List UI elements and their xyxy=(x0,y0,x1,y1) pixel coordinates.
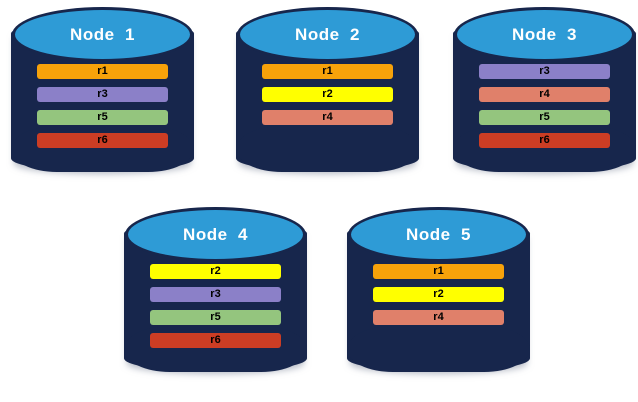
record-bar[interactable]: r6 xyxy=(479,133,610,148)
node-title: Node 2 xyxy=(295,25,360,44)
node-title: Node 4 xyxy=(183,225,248,244)
record-bar[interactable]: r3 xyxy=(479,64,610,79)
node-cylinder-top: Node 5 xyxy=(348,207,529,262)
node-title: Node 5 xyxy=(406,225,471,244)
record-bar[interactable]: r2 xyxy=(373,287,504,302)
record-bar[interactable]: r1 xyxy=(37,64,168,79)
record-bar[interactable]: r2 xyxy=(262,87,393,102)
database-node-3[interactable]: r3 r4 r5 r6 Node 3 xyxy=(453,7,636,187)
record-bar[interactable]: r4 xyxy=(373,310,504,325)
record-list: r1 r3 r5 r6 xyxy=(37,64,168,148)
record-bar[interactable]: r6 xyxy=(150,333,281,348)
record-bar[interactable]: r5 xyxy=(150,310,281,325)
node-title: Node 1 xyxy=(70,25,135,44)
record-bar[interactable]: r4 xyxy=(262,110,393,125)
record-bar[interactable]: r1 xyxy=(262,64,393,79)
record-bar[interactable]: r3 xyxy=(37,87,168,102)
database-node-1[interactable]: r1 r3 r5 r6 Node 1 xyxy=(11,7,194,187)
record-bar[interactable]: r5 xyxy=(479,110,610,125)
node-cylinder-top: Node 4 xyxy=(125,207,306,262)
node-cylinder-base xyxy=(347,326,530,372)
record-bar[interactable]: r2 xyxy=(150,264,281,279)
node-title: Node 3 xyxy=(512,25,577,44)
record-bar[interactable]: r1 xyxy=(373,264,504,279)
record-bar[interactable]: r4 xyxy=(479,87,610,102)
record-list: r1 r2 r4 xyxy=(373,264,504,325)
record-list: r2 r3 r5 r6 xyxy=(150,264,281,348)
node-cylinder-top: Node 2 xyxy=(237,7,418,62)
record-bar[interactable]: r3 xyxy=(150,287,281,302)
node-cylinder-top: Node 3 xyxy=(454,7,635,62)
record-bar[interactable]: r6 xyxy=(37,133,168,148)
record-list: r3 r4 r5 r6 xyxy=(479,64,610,148)
database-node-4[interactable]: r2 r3 r5 r6 Node 4 xyxy=(124,207,307,387)
node-cylinder-base xyxy=(236,126,419,172)
node-cylinder-top: Node 1 xyxy=(12,7,193,62)
record-bar[interactable]: r5 xyxy=(37,110,168,125)
database-node-2[interactable]: r1 r2 r4 Node 2 xyxy=(236,7,419,187)
record-list: r1 r2 r4 xyxy=(262,64,393,125)
database-node-5[interactable]: r1 r2 r4 Node 5 xyxy=(347,207,530,387)
